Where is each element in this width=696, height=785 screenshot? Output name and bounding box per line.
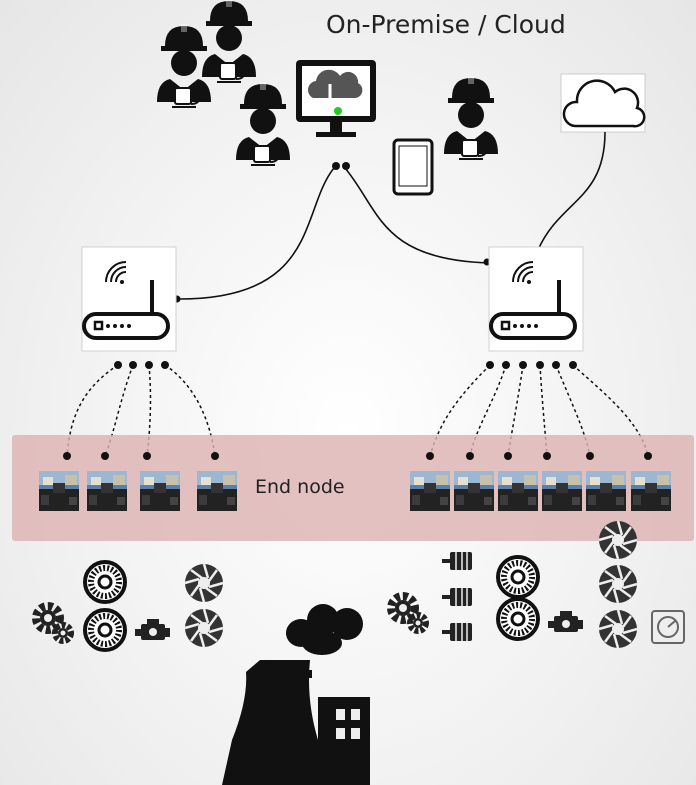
motor-icon bbox=[441, 622, 473, 642]
connector-dot bbox=[63, 452, 71, 460]
connector-dot bbox=[519, 361, 527, 369]
camera-node-icon bbox=[586, 471, 626, 511]
camera-node-icon bbox=[39, 471, 79, 511]
camera-node-icon bbox=[410, 471, 450, 511]
page-title: On-Premise / Cloud bbox=[326, 10, 566, 39]
camera-node-icon bbox=[87, 471, 127, 511]
camera-node-icon bbox=[542, 471, 582, 511]
engine-icon bbox=[135, 619, 170, 640]
connector-dot bbox=[586, 452, 594, 460]
connector-dot bbox=[145, 361, 153, 369]
connector-dot bbox=[536, 361, 544, 369]
connector-dot bbox=[143, 452, 151, 460]
fan-icon bbox=[597, 563, 639, 605]
turbine-icon bbox=[498, 599, 538, 639]
fan-icon bbox=[597, 519, 639, 561]
connector-dot bbox=[426, 452, 434, 460]
connector-dot bbox=[101, 452, 109, 460]
camera-node-icon bbox=[140, 471, 180, 511]
tablet-icon bbox=[392, 138, 434, 196]
connector-dot bbox=[543, 452, 551, 460]
connector-dot bbox=[161, 361, 169, 369]
connector-dot bbox=[486, 361, 494, 369]
monitor-cloud-icon bbox=[296, 60, 376, 137]
camera-node-icon bbox=[498, 471, 538, 511]
fan-icon bbox=[183, 562, 225, 604]
motor-icon bbox=[441, 551, 473, 571]
fan-icon bbox=[597, 608, 639, 650]
connector-dot bbox=[466, 452, 474, 460]
connector-dot bbox=[342, 162, 350, 170]
connector-dot bbox=[502, 361, 510, 369]
router-icon bbox=[81, 246, 177, 352]
connector-dot bbox=[644, 452, 652, 460]
cloud-icon bbox=[560, 73, 646, 133]
connector-dot bbox=[569, 361, 577, 369]
connector-dot bbox=[552, 361, 560, 369]
connector-dot bbox=[211, 452, 219, 460]
turbine-icon bbox=[85, 562, 125, 602]
connector-dot bbox=[114, 361, 122, 369]
turbine-icon bbox=[498, 557, 538, 597]
connector-dot bbox=[129, 361, 137, 369]
connector-dot bbox=[504, 452, 512, 460]
gear-icon bbox=[36, 606, 71, 641]
connection-lines bbox=[176, 131, 606, 300]
router-icon bbox=[488, 246, 584, 352]
fan-icon bbox=[183, 607, 225, 649]
camera-node-icon bbox=[454, 471, 494, 511]
pressure-gauge-icon bbox=[651, 610, 685, 644]
camera-node-icon bbox=[631, 471, 671, 511]
connector-dot bbox=[332, 162, 340, 170]
motor-icon bbox=[441, 587, 473, 607]
gear-icon bbox=[391, 596, 426, 631]
factory-icon bbox=[222, 604, 370, 785]
turbine-icon bbox=[85, 610, 125, 650]
camera-node-icon bbox=[197, 471, 237, 511]
engine-icon bbox=[548, 611, 583, 632]
end-node-label: End node bbox=[255, 476, 345, 498]
